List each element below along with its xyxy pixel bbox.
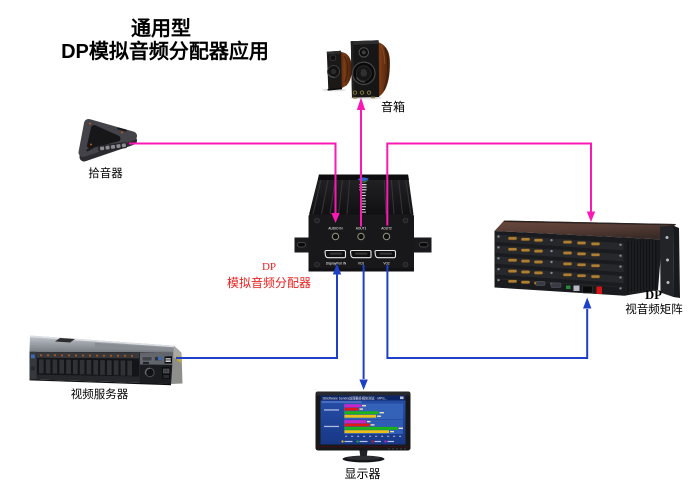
svg-text:AUDIO IN: AUDIO IN <box>328 227 343 231</box>
svg-text:AOUT1: AOUT1 <box>356 227 367 231</box>
svg-text:AOUT2: AOUT2 <box>381 227 392 231</box>
svg-text:VO1: VO1 <box>358 262 365 266</box>
svg-text:VO2: VO2 <box>383 262 390 266</box>
svg-text:DisplayPort IN: DisplayPort IN <box>326 262 347 266</box>
svg-text:SiSoftware Sandra处理器多媒体测试 - MP: SiSoftware Sandra处理器多媒体测试 - MP/s... <box>323 395 388 400</box>
